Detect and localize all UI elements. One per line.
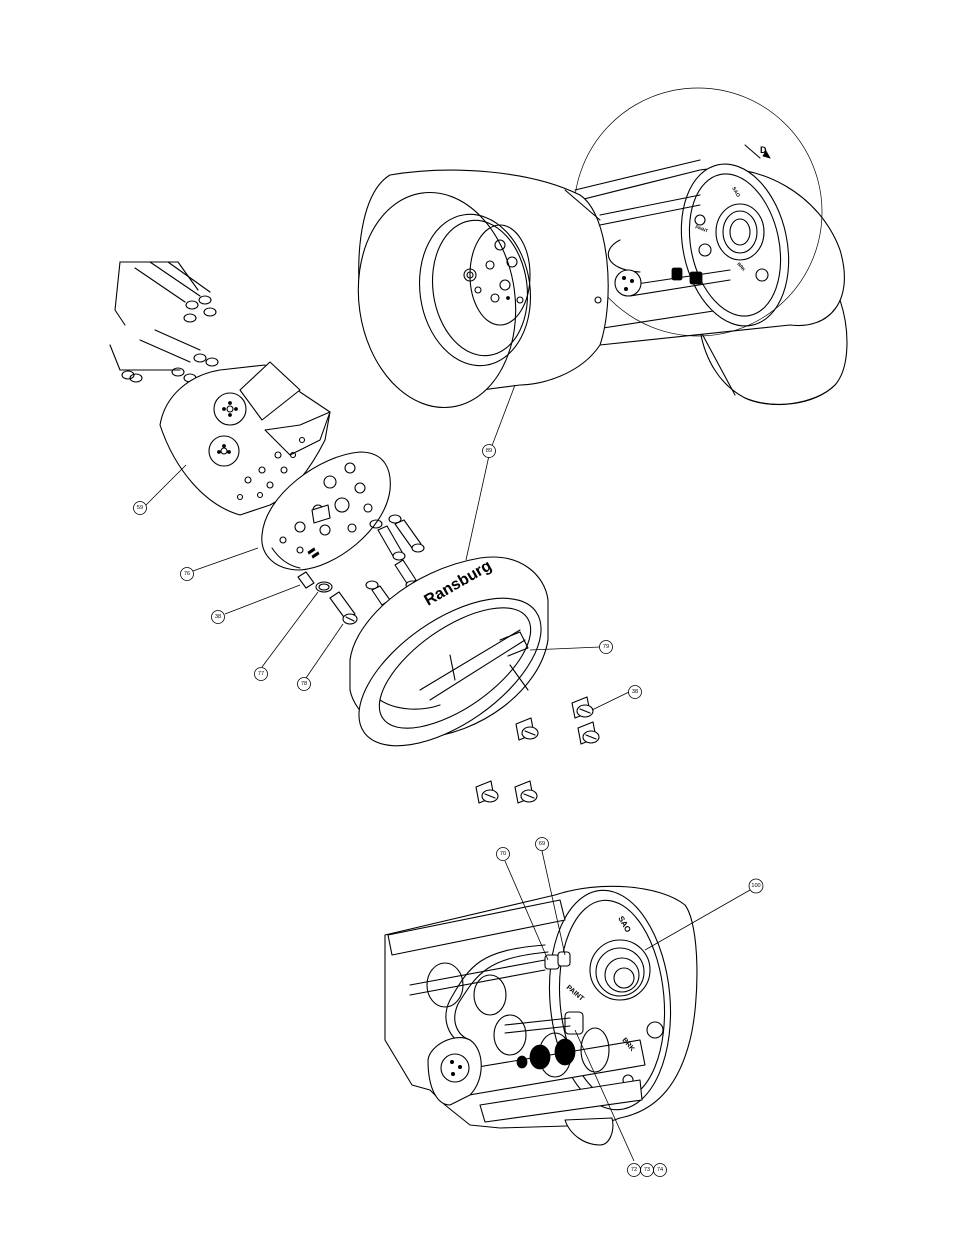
callout-89: 89	[483, 445, 496, 458]
callout-70-text: 70	[500, 851, 506, 857]
callout-59: 59	[134, 502, 147, 515]
retaining-ring-79: Ransburg	[334, 557, 566, 775]
screw	[516, 718, 538, 740]
callout-38-a: 38	[212, 611, 225, 624]
manifold-59	[110, 262, 330, 515]
lower-detail-view: SAO PAINT BRK	[385, 885, 697, 1145]
callout-69-text: 69	[539, 841, 545, 847]
callout-74: 74	[654, 1164, 667, 1177]
callout-79-text: 79	[603, 644, 609, 650]
view-marker-d: D	[760, 145, 767, 155]
callout-73: 73	[641, 1164, 654, 1177]
callout-79: 79	[600, 641, 613, 654]
callout-38-b: 38	[629, 686, 642, 699]
callout-76-text: 76	[184, 571, 190, 577]
screw	[476, 781, 498, 803]
callout-78: 78	[298, 678, 311, 691]
callout-59-text: 59	[137, 505, 143, 511]
callout-74-text: 74	[657, 1167, 663, 1173]
callout-100: 100	[749, 879, 763, 893]
callout-38a-text: 38	[215, 614, 221, 620]
callout-69: 69	[536, 838, 549, 851]
screw	[572, 697, 593, 718]
callout-72: 72	[628, 1164, 641, 1177]
callout-38b-text: 38	[632, 689, 638, 695]
callout-78-text: 78	[301, 681, 307, 687]
callout-100-text: 100	[751, 883, 760, 889]
callout-76: 76	[181, 568, 194, 581]
screw	[578, 722, 599, 744]
shroud	[345, 170, 608, 418]
screw	[515, 781, 537, 803]
callout-77: 77	[255, 668, 268, 681]
callout-77-text: 77	[258, 671, 264, 677]
callout-70: 70	[497, 848, 510, 861]
callout-73-text: 73	[644, 1167, 650, 1173]
callout-89-text: 89	[486, 448, 492, 454]
callout-72-text: 72	[631, 1167, 637, 1173]
